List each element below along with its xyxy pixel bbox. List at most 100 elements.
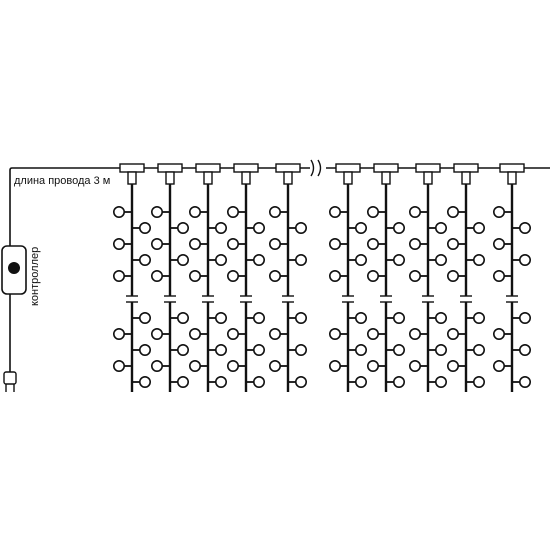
bulb-icon xyxy=(151,206,170,219)
bulb-icon xyxy=(466,222,485,235)
bulb-icon xyxy=(189,206,208,219)
bulb-icon xyxy=(246,222,266,235)
bulb-icon xyxy=(208,311,228,324)
t-connector-icon xyxy=(275,163,301,185)
bulb-icon xyxy=(408,359,428,372)
bulb-icon xyxy=(466,375,485,388)
bulb-icon xyxy=(113,238,132,251)
bulb-icon xyxy=(288,311,307,324)
strand xyxy=(492,163,531,392)
wire-break-icon xyxy=(240,295,252,303)
wire-break-icon xyxy=(422,295,434,303)
bulb-icon xyxy=(132,311,152,324)
bulb-icon xyxy=(348,375,367,388)
bulb-icon xyxy=(366,327,386,340)
bulb-icon xyxy=(170,375,190,388)
strand xyxy=(268,163,307,392)
bulb-icon xyxy=(246,311,266,324)
bulb-icon xyxy=(246,343,266,356)
bulb-icon xyxy=(428,311,447,324)
bulb-icon xyxy=(288,375,307,388)
bulb-icon xyxy=(288,222,307,235)
bulb-icon xyxy=(512,311,531,324)
bulb-icon xyxy=(466,254,485,267)
wire-break-icon xyxy=(460,295,472,303)
bulb-icon xyxy=(113,269,132,282)
bulb-icon xyxy=(512,254,531,267)
bulb-icon xyxy=(446,269,466,282)
bulb-icon xyxy=(132,254,152,267)
bulb-icon xyxy=(288,343,307,356)
wire-break-icon xyxy=(202,295,214,303)
bulb-icon xyxy=(428,343,447,356)
bulb-icon xyxy=(446,359,466,372)
bulb-icon xyxy=(132,375,152,388)
bulb-icon xyxy=(246,375,266,388)
bulb-icon xyxy=(408,206,428,219)
bulb-icon xyxy=(151,238,170,251)
bulb-icon xyxy=(512,343,531,356)
t-connector-icon xyxy=(415,163,441,185)
bulb-icon xyxy=(446,238,466,251)
bulb-icon xyxy=(512,222,531,235)
bulb-icon xyxy=(246,254,266,267)
bulb-icon xyxy=(492,238,512,251)
bulb-icon xyxy=(189,359,208,372)
bulb-icon xyxy=(428,375,447,388)
bulb-icon xyxy=(288,254,307,267)
bulb-icon xyxy=(408,327,428,340)
bulb-icon xyxy=(386,375,405,388)
bulb-icon xyxy=(386,254,405,267)
bulb-icon xyxy=(328,206,348,219)
t-connector-icon xyxy=(233,163,259,185)
bulb-icon xyxy=(113,327,132,340)
bulb-icon xyxy=(170,222,190,235)
strand xyxy=(446,163,485,392)
bulb-icon xyxy=(268,269,288,282)
bulb-icon xyxy=(492,206,512,219)
bulb-icon xyxy=(113,359,132,372)
bulb-icon xyxy=(408,269,428,282)
bulb-icon xyxy=(492,269,512,282)
strand xyxy=(227,163,266,392)
bulb-icon xyxy=(328,327,348,340)
t-connector-icon xyxy=(119,163,145,185)
bulb-icon xyxy=(408,238,428,251)
bulb-icon xyxy=(208,222,228,235)
t-connector-icon xyxy=(373,163,399,185)
bulb-icon xyxy=(208,343,228,356)
bulb-icon xyxy=(366,238,386,251)
bulb-icon xyxy=(227,359,246,372)
bulb-icon xyxy=(386,311,405,324)
wire-length-label: длина провода 3 м xyxy=(14,175,110,187)
bulb-icon xyxy=(151,327,170,340)
t-connector-icon xyxy=(453,163,479,185)
strand xyxy=(366,163,405,392)
bulb-icon xyxy=(348,343,367,356)
t-connector-icon xyxy=(157,163,183,185)
bulb-icon xyxy=(208,254,228,267)
bulb-icon xyxy=(227,238,246,251)
t-connector-icon xyxy=(335,163,361,185)
bulb-icon xyxy=(113,206,132,219)
wire-break-icon xyxy=(310,159,322,177)
strand xyxy=(151,163,190,392)
bulb-icon xyxy=(208,375,228,388)
plug-icon xyxy=(3,371,17,392)
bulb-icon xyxy=(328,269,348,282)
bulb-icon xyxy=(151,359,170,372)
bulb-icon xyxy=(428,254,447,267)
light-strands xyxy=(113,163,531,392)
wire-break-icon xyxy=(164,295,176,303)
bulb-icon xyxy=(189,269,208,282)
bulb-icon xyxy=(268,327,288,340)
wire-break-icon xyxy=(126,295,138,303)
wire-break-icon xyxy=(342,295,354,303)
strand xyxy=(189,163,228,392)
bulb-icon xyxy=(132,222,152,235)
strand xyxy=(328,163,367,392)
bulb-icon xyxy=(386,343,405,356)
wire-break-icon xyxy=(506,295,518,303)
bulb-icon xyxy=(189,327,208,340)
